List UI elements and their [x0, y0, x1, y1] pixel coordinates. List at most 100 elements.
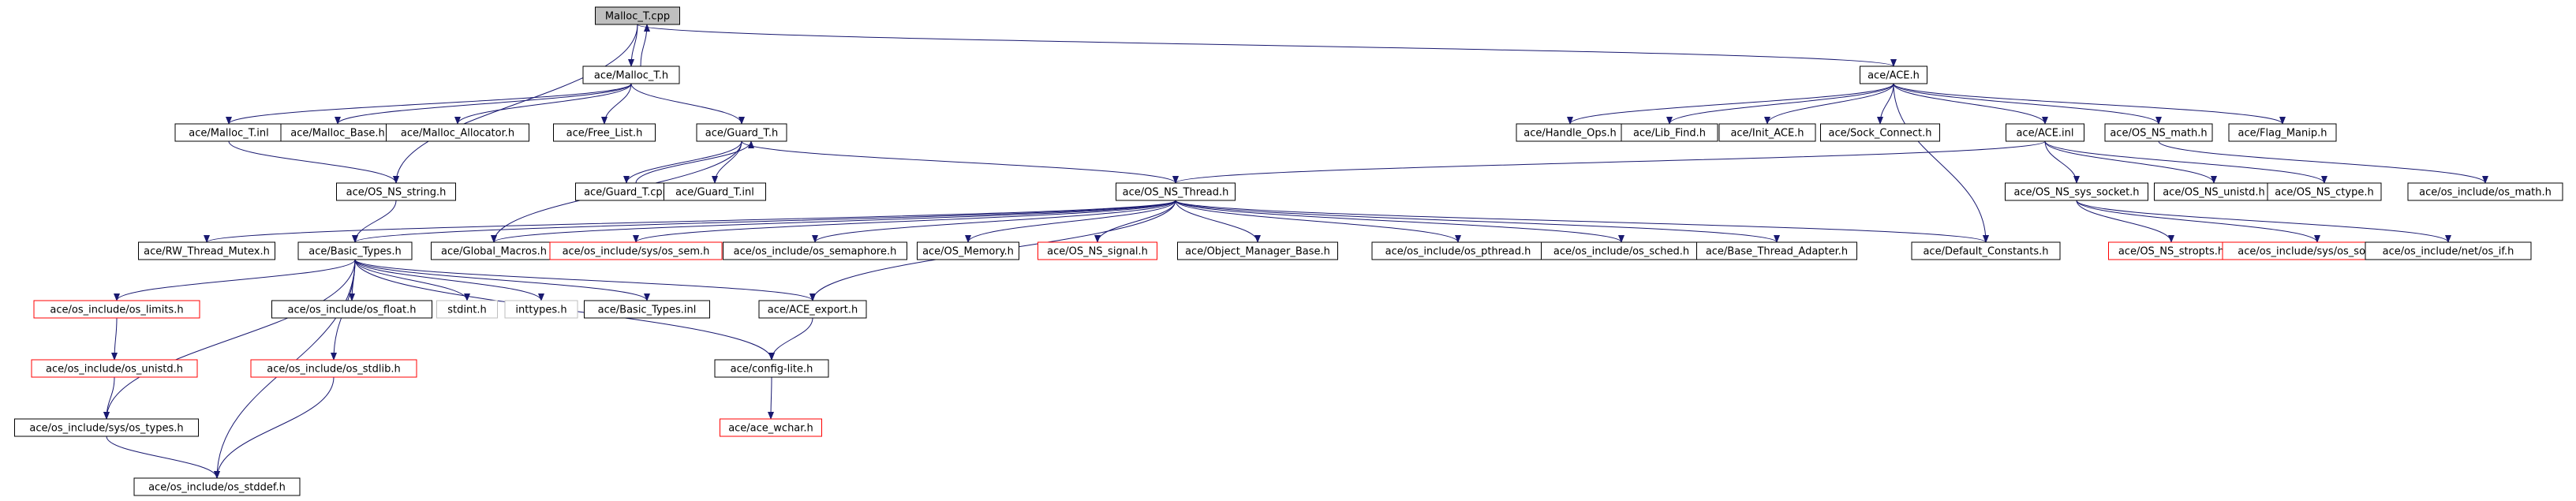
node-label: ace/ace_wchar.h [728, 423, 813, 435]
node-label: ace/Lib_Find.h [1633, 128, 1706, 140]
node-box [386, 123, 529, 142]
graph-node-ace-basic-types-inl[interactable]: ace/Basic_Types.inl [584, 300, 710, 319]
graph-node-ace-ace-h[interactable]: ace/ACE.h [1860, 65, 1927, 84]
graph-node-ace-global-macros-h[interactable]: ace/Global_Macros.h [431, 241, 557, 260]
node-label: ace/OS_NS_Thread.h [1123, 187, 1229, 199]
graph-node-ace-os-ns-string-h[interactable]: ace/OS_NS_string.h [336, 182, 456, 201]
node-label: ace/os_include/os_stdlib.h [267, 364, 400, 376]
node-label: ace/os_include/os_unistd.h [46, 364, 183, 376]
graph-node-ace-os-include-os-stdlib-h[interactable]: ace/os_include/os_stdlib.h [250, 359, 417, 378]
node-box [2006, 123, 2084, 142]
dependency-edge [1877, 83, 1894, 125]
graph-node-ace-object-manager-base-h[interactable]: ace/Object_Manager_Base.h [1177, 241, 1338, 260]
dependency-edge [204, 200, 1176, 243]
graph-node-ace-os-include-os-sched-h[interactable]: ace/os_include/os_sched.h [1541, 241, 1702, 260]
dependency-edge [1094, 200, 1176, 243]
graph-node-ace-os-include-os-float-h[interactable]: ace/os_include/os_float.h [271, 300, 432, 319]
dependency-edge [637, 24, 1897, 67]
graph-node-ace-os-include-os-math-h[interactable]: ace/os_include/os_math.h [2407, 182, 2563, 201]
graph-node-ace-init-ace-h[interactable]: ace/Init_ACE.h [1718, 123, 1816, 142]
graph-node-ace-config-lite-h[interactable]: ace/config-lite.h [714, 359, 829, 378]
node-label: ace/OS_NS_signal.h [1047, 246, 1148, 258]
graph-node-ace-malloc-t-h[interactable]: ace/Malloc_T.h [582, 65, 680, 84]
node-label: ace/OS_NS_string.h [346, 187, 447, 199]
graph-node-ace-handle-ops-h[interactable]: ace/Handle_Ops.h [1516, 123, 1624, 142]
graph-node-ace-guard-t-inl[interactable]: ace/Guard_T.inl [664, 182, 766, 201]
node-label: ace/Malloc_Allocator.h [401, 128, 514, 140]
node-label: ace/Base_Thread_Adapter.h [1706, 246, 1848, 258]
node-box [1116, 182, 1236, 201]
node-box [297, 241, 413, 260]
node-label: ace/RW_Thread_Mutex.h [144, 246, 270, 258]
graph-node-ace-free-list-h[interactable]: ace/Free_List.h [553, 123, 656, 142]
graph-node-ace-os-memory-h[interactable]: ace/OS_Memory.h [917, 241, 1019, 260]
node-box [336, 182, 456, 201]
graph-node-ace-os-ns-math-h[interactable]: ace/OS_NS_math.h [2104, 123, 2213, 142]
graph-node-ace-os-include-net-os-if-h[interactable]: ace/os_include/net/os_if.h [2365, 241, 2532, 260]
dependency-edge [812, 200, 1176, 243]
node-label: ace/os_include/net/os_if.h [2383, 246, 2514, 258]
graph-node-ace-os-include-os-unistd-h[interactable]: ace/os_include/os_unistd.h [31, 359, 198, 378]
graph-node-inttypes-h[interactable]: inttypes.h [504, 300, 578, 319]
node-label: ace/ACE.h [1868, 70, 1920, 82]
dependency-edge [635, 140, 754, 184]
graph-node-ace-os-include-os-stddef-h[interactable]: ace/os_include/os_stddef.h [133, 477, 301, 496]
graph-node-ace-ace-wchar-h[interactable]: ace/ace_wchar.h [720, 418, 822, 437]
graph-node-ace-os-ns-signal-h[interactable]: ace/OS_NS_signal.h [1038, 241, 1157, 260]
graph-node-stdint-h[interactable]: stdint.h [436, 300, 498, 319]
node-box [271, 300, 432, 319]
dependency-edge [1893, 83, 2162, 125]
graph-node-ace-os-ns-sys-socket-h[interactable]: ace/OS_NS_sys_socket.h [2005, 182, 2148, 201]
dependency-edge [1666, 83, 1894, 125]
graph-node-ace-os-ns-ctype-h[interactable]: ace/OS_NS_ctype.h [2267, 182, 2382, 201]
graph-node-ace-malloc-t-inl[interactable]: ace/Malloc_T.inl [174, 123, 283, 142]
dependency-edge [1175, 200, 1461, 243]
node-box [1820, 123, 1940, 142]
graph-node-malloc-t-cpp[interactable]: Malloc_T.cpp [595, 6, 680, 25]
graph-node-ace-os-ns-stropts-h[interactable]: ace/OS_NS_stropts.h [2108, 241, 2234, 260]
graph-node-ace-os-ns-unistd-h[interactable]: ace/OS_NS_unistd.h [2154, 182, 2274, 201]
node-box [2365, 241, 2532, 260]
graph-node-ace-ace-export-h[interactable]: ace/ACE_export.h [758, 300, 867, 319]
node-label: ace/os_include/os_float.h [287, 305, 416, 316]
graph-node-ace-default-constants-h[interactable]: ace/Default_Constants.h [1911, 241, 2061, 260]
dependency-edge [214, 376, 335, 479]
node-label: ace/Guard_T.cpp [584, 187, 669, 199]
node-box [1038, 241, 1157, 260]
node-label: ace/Basic_Types.h [308, 246, 401, 258]
node-box [2407, 182, 2563, 201]
graph-node-ace-base-thread-adapter-h[interactable]: ace/Base_Thread_Adapter.h [1696, 241, 1857, 260]
dependency-edge [106, 436, 220, 479]
node-box [720, 418, 822, 437]
graph-node-ace-flag-manip-h[interactable]: ace/Flag_Manip.h [2228, 123, 2337, 142]
graph-node-ace-basic-types-h[interactable]: ace/Basic_Types.h [297, 241, 413, 260]
dependency-edge [2076, 200, 2320, 243]
node-label: ace/OS_NS_math.h [2110, 128, 2207, 140]
graph-node-ace-guard-t-h[interactable]: ace/Guard_T.h [696, 123, 787, 142]
node-box [1621, 123, 1718, 142]
node-label: ace/Malloc_Base.h [290, 128, 385, 140]
node-box [584, 300, 710, 319]
graph-node-ace-ace-inl[interactable]: ace/ACE.inl [2006, 123, 2084, 142]
node-label: ace/os_include/os_stddef.h [148, 482, 286, 494]
graph-node-ace-os-ns-thread-h[interactable]: ace/OS_NS_Thread.h [1116, 182, 1236, 201]
dependency-edge [103, 259, 356, 420]
graph-node-ace-os-include-sys-os-sem-h[interactable]: ace/os_include/sys/os_sem.h [549, 241, 723, 260]
graph-node-ace-lib-find-h[interactable]: ace/Lib_Find.h [1621, 123, 1718, 142]
graph-node-ace-malloc-base-h[interactable]: ace/Malloc_Base.h [280, 123, 395, 142]
graph-node-ace-guard-t-cpp[interactable]: ace/Guard_T.cpp [575, 182, 678, 201]
node-box [1718, 123, 1816, 142]
graph-node-ace-malloc-allocator-h[interactable]: ace/Malloc_Allocator.h [386, 123, 529, 142]
graph-node-ace-sock-connect-h[interactable]: ace/Sock_Connect.h [1820, 123, 1940, 142]
graph-node-ace-os-include-os-semaphore-h[interactable]: ace/os_include/os_semaphore.h [723, 241, 907, 260]
dependency-edge [1893, 83, 2286, 125]
graph-node-ace-rw-thread-mutex-h[interactable]: ace/RW_Thread_Mutex.h [138, 241, 275, 260]
graph-node-ace-os-include-sys-os-types-h[interactable]: ace/os_include/sys/os_types.h [14, 418, 199, 437]
dependency-edge [114, 259, 356, 301]
graph-node-ace-os-include-os-pthread-h[interactable]: ace/os_include/os_pthread.h [1371, 241, 1545, 260]
graph-node-ace-os-include-sys-os-socket-h[interactable]: ace/os_include/sys/os_socket.h [2222, 241, 2413, 260]
dependency-edge [454, 83, 632, 125]
node-label: ace/Sock_Connect.h [1829, 128, 1932, 140]
node-box [1860, 65, 1927, 84]
graph-node-ace-os-include-os-limits-h[interactable]: ace/os_include/os_limits.h [33, 300, 200, 319]
